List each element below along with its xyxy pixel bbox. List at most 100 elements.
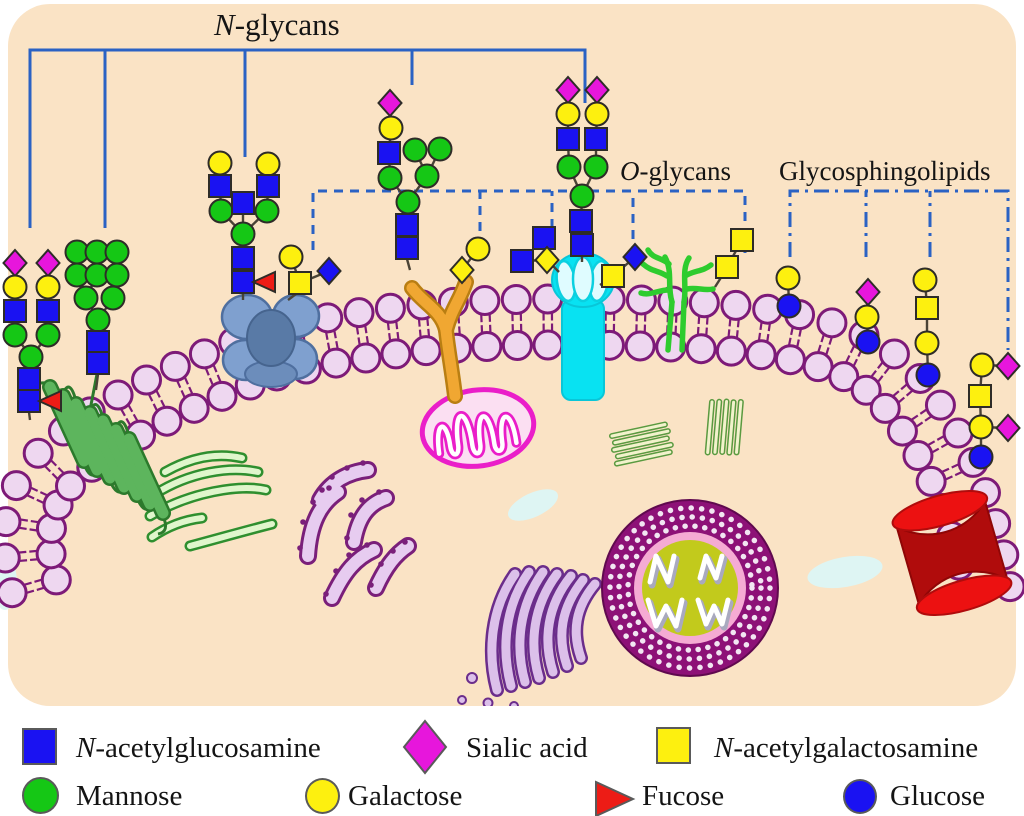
glucose-symbol <box>968 444 994 470</box>
mannose-symbol <box>402 137 428 163</box>
galactose-symbol <box>35 274 61 300</box>
lipid-head <box>35 538 67 570</box>
lipid-head <box>0 577 28 609</box>
n-glycan-hybrid-orange <box>377 88 453 260</box>
legend-label: Fucose <box>642 780 725 812</box>
galactose-symbol <box>584 101 610 127</box>
glcnac-symbol <box>36 299 60 323</box>
glcnac-symbol <box>532 226 556 250</box>
legend-label: N <box>76 732 96 764</box>
galnac-symbol <box>730 228 754 252</box>
galnac-symbol <box>656 727 691 764</box>
lipid-head <box>924 389 956 421</box>
mannose-symbol <box>85 307 111 333</box>
lipid-head <box>206 380 238 412</box>
lipid-head <box>471 331 503 363</box>
glcnac-symbol <box>395 213 419 237</box>
galactose-symbol <box>378 115 404 141</box>
glcnac-symbol <box>377 141 401 165</box>
glcnac-symbol <box>3 299 27 323</box>
lipid-head <box>151 405 183 437</box>
ribosome-dots <box>297 460 408 597</box>
legend-label: Mannose <box>76 780 183 812</box>
mannose-symbol <box>230 221 256 247</box>
glcnac-symbol <box>22 728 57 765</box>
glcnac-symbol <box>569 209 593 233</box>
lipid-head <box>374 292 406 324</box>
glycosphingolipid-1 <box>775 265 802 319</box>
galnac-symbol <box>288 271 312 295</box>
glycosphingolipid-3 <box>912 267 941 388</box>
lipid-head <box>850 374 882 406</box>
glucose-symbol <box>915 362 941 388</box>
lipid-head <box>350 342 382 374</box>
glcnac-symbol <box>556 127 580 151</box>
smooth-er <box>144 450 278 552</box>
lipid-head <box>178 392 210 424</box>
n-glycan-complex-cyan <box>555 75 610 257</box>
lipid-head <box>878 338 910 370</box>
galactose-symbol <box>555 101 581 127</box>
gpcr-protein <box>28 373 171 536</box>
lipid-head <box>410 335 442 367</box>
lipid-head <box>343 297 375 329</box>
o-glycan-mucin <box>715 228 754 279</box>
legend-label: N <box>714 732 734 764</box>
mannose-symbol <box>18 344 44 370</box>
galactose-symbol <box>207 150 233 176</box>
glcnac-symbol <box>17 367 41 391</box>
legend-label: Galactose <box>348 780 463 812</box>
galnac-symbol <box>715 255 739 279</box>
rough-er <box>297 460 417 607</box>
membrane-protein-red <box>891 489 1013 617</box>
galactose-symbol <box>968 414 994 440</box>
mannose-symbol <box>104 239 130 265</box>
lipid-head <box>0 470 32 502</box>
mannose-symbol <box>395 189 421 215</box>
sialic-symbol <box>995 351 1021 381</box>
mannose-symbol <box>583 154 609 180</box>
n-glycan-bisected <box>207 150 281 294</box>
lipid-head <box>802 351 834 383</box>
n-glycans-title: N-glycans <box>213 7 340 42</box>
golgi-apparatus <box>457 565 602 706</box>
n-glycan-complex-left <box>2 248 62 413</box>
lipid-head <box>188 338 220 370</box>
galnac-symbol <box>534 245 560 275</box>
galactose-symbol <box>854 304 880 330</box>
glcnac-symbol <box>231 246 255 270</box>
legend-label: Sialic acid <box>466 732 588 764</box>
o-glycan-cyan-right <box>601 242 648 288</box>
lipid-head <box>131 364 163 396</box>
mannose-symbol <box>254 198 280 224</box>
nucleus <box>601 499 779 677</box>
o-glycan-blue-protein <box>278 244 342 295</box>
lipid-head <box>102 379 134 411</box>
fucose-symbol <box>250 270 276 294</box>
o-glycans-bracket <box>311 189 747 260</box>
galactose-symbol <box>912 267 938 293</box>
glcnac-symbol <box>86 351 110 375</box>
mannose-symbol <box>556 154 582 180</box>
mannose-symbol <box>22 777 59 814</box>
lipid-head <box>685 333 717 365</box>
lipid-head <box>625 284 657 316</box>
glcnac-symbol <box>584 127 608 151</box>
galactose-symbol <box>305 778 340 814</box>
legend: N-acetylglucosamine Sialic acid N-acetyl… <box>0 706 1024 816</box>
glcnac-symbol <box>395 236 419 260</box>
mannose-symbol <box>73 285 99 311</box>
lipid-head <box>0 506 22 538</box>
galactose-symbol <box>969 352 995 378</box>
lipid-head <box>501 329 533 361</box>
lipid-head <box>745 339 777 371</box>
golgi-vesicles <box>457 672 519 706</box>
glucose-symbol <box>855 329 881 355</box>
mannose-symbol <box>100 285 126 311</box>
lipid-head <box>22 437 54 469</box>
mannose-symbol <box>208 198 234 224</box>
lipid-head <box>500 283 532 315</box>
lipid-head <box>320 347 352 379</box>
lipid-head <box>915 465 947 497</box>
glcnac-symbol <box>86 330 110 354</box>
